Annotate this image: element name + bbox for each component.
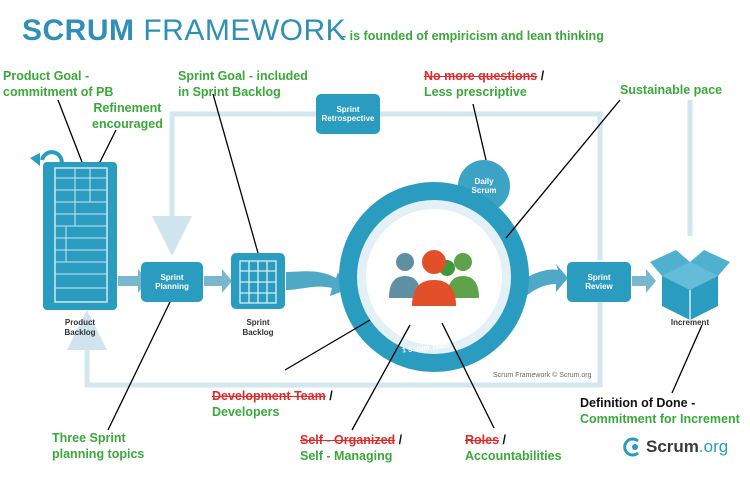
increment-label: Increment	[670, 318, 710, 327]
pointer-self-managing	[351, 324, 411, 431]
pointer-dod	[671, 324, 703, 394]
pointer-daily-scrum	[472, 103, 487, 161]
sprint-review-box	[567, 262, 631, 302]
increment-cube-icon	[650, 250, 730, 320]
flow-arrow-4	[522, 264, 568, 296]
annotation-definition-of-done: Definition of Done - Commitment for Incr…	[580, 396, 740, 426]
pointer-sprint-goal	[212, 93, 259, 254]
annotation-accountabilities: Roles / Accountabilities	[465, 433, 562, 463]
annotation-developers: Development Team / Developers	[212, 389, 333, 419]
annotation-product-goal: Product Goal -commitment of PB	[3, 69, 114, 99]
pointer-refinement	[99, 129, 117, 163]
subtitle: - is founded of empiricism and lean thin…	[342, 29, 604, 43]
flow-arrow-3	[286, 271, 346, 296]
page-title: SCRUM FRAMEWORK	[22, 14, 347, 47]
scrum-org-logo-icon	[623, 437, 639, 457]
pointer-three-topics	[107, 301, 171, 431]
pointer-sustainable	[505, 99, 621, 239]
flow-arrow-5	[632, 269, 656, 293]
scrum-team-icon	[389, 250, 479, 306]
logo-suffix: .org	[698, 437, 729, 456]
logo-text: Scrum	[646, 437, 699, 456]
flow-arrow-2	[204, 269, 232, 293]
sprint-planning-box	[141, 262, 203, 302]
pointer-dev-team	[284, 319, 371, 371]
retro-loop	[152, 111, 603, 260]
product-backlog-box	[43, 162, 117, 310]
copyright-label: Scrum Framework © Scrum.org	[493, 372, 592, 379]
annotation-daily-scrum: No more questions / Less prescriptive	[424, 69, 545, 99]
pointer-roles	[441, 322, 495, 429]
scrum-org-logo: Scrum.org	[620, 436, 728, 458]
pointer-product-goal	[57, 99, 83, 163]
flow-arrow-1	[118, 269, 148, 293]
backlog-loop	[67, 290, 603, 388]
sprint-retrospective-box	[316, 94, 380, 134]
annotation-self-managing: Self - Organized / Self - Managing	[300, 433, 403, 463]
annotation-sustainable-pace: Sustainable pace	[620, 83, 723, 97]
